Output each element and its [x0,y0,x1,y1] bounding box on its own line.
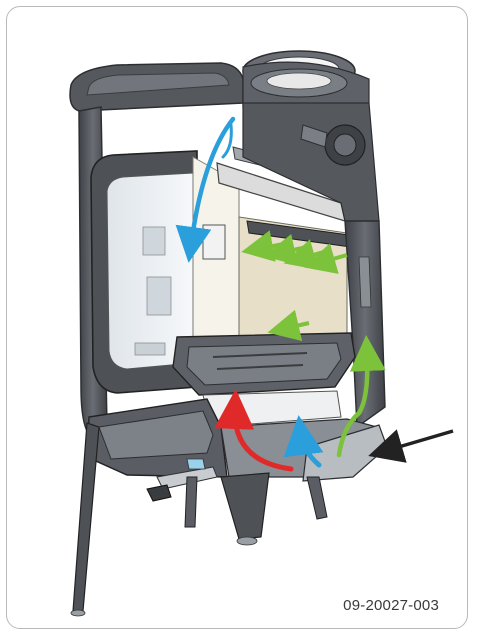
airflow-arrow-icon [283,415,324,468]
pointer-arrow-icon [368,429,454,463]
diagram-frame: 09-20027-003 [6,6,468,629]
airflow-arrow-icon [175,116,236,263]
airflow-arrow-icon [214,389,294,472]
airflow-arrows [175,116,454,472]
stove-cutaway-drawing [69,50,454,617]
airflow-arrow-icon [336,335,386,458]
stove-cutaway-icon [69,50,388,617]
figure-id-label: 09-20027-003 [343,597,439,614]
